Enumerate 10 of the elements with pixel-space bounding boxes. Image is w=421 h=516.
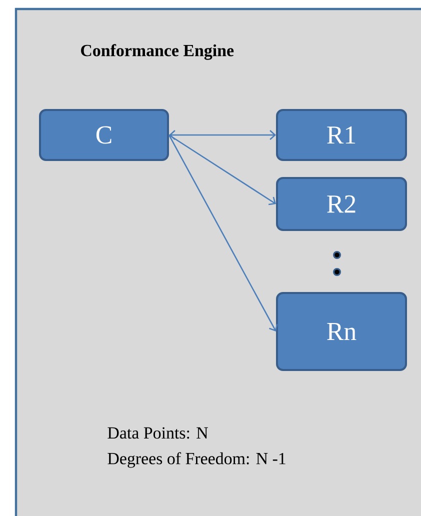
process-box: C bbox=[39, 109, 169, 161]
arrow bbox=[168, 134, 278, 332]
arrow bbox=[168, 134, 276, 206]
note-text: Degrees of Freedom: N -1 bbox=[108, 452, 286, 468]
note-text: Data Points: N bbox=[108, 427, 208, 439]
process-box: R1 bbox=[276, 109, 407, 161]
arrow bbox=[169, 130, 276, 140]
process-box: Rn bbox=[276, 292, 407, 371]
title: Conformance Engine bbox=[81, 44, 234, 60]
process-box: R2 bbox=[276, 177, 407, 231]
